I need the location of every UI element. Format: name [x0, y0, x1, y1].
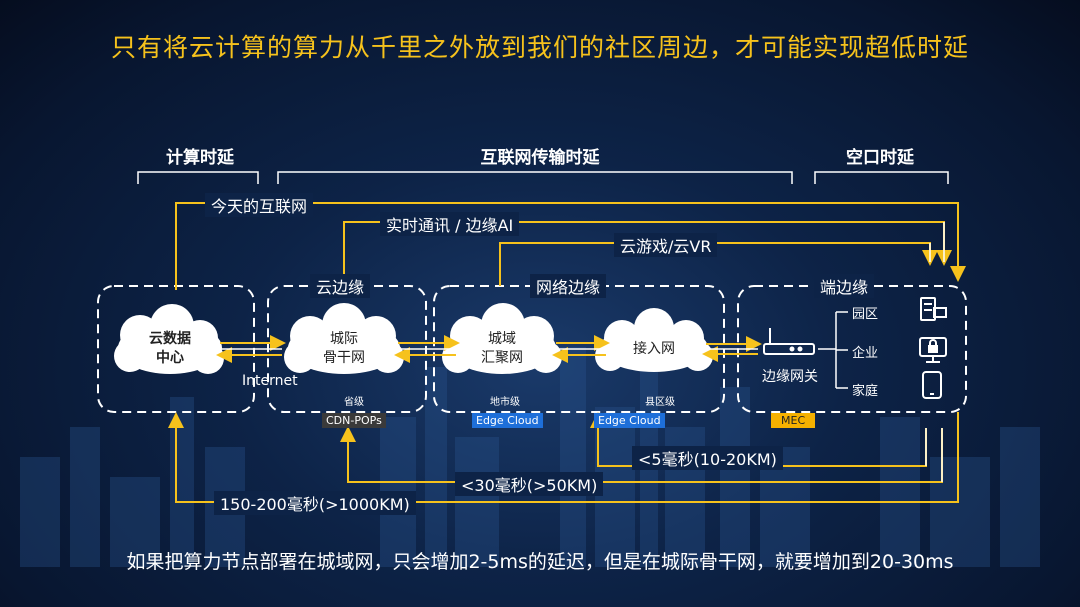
- device-park: 园区: [852, 307, 879, 322]
- zone-label-network-edge: 网络边缘: [530, 274, 607, 298]
- node-datacenter-line2: 中心: [156, 350, 184, 366]
- zone-label-cloud-edge: 云边缘: [310, 274, 371, 298]
- path-150: [168, 412, 959, 503]
- level-province: 省级: [344, 397, 364, 408]
- node-metro-line1: 城域: [488, 331, 516, 347]
- path-label-today: 今天的互联网: [205, 193, 314, 217]
- slide-title: 只有将云计算的算力从千里之外放到我们的社区周边，才可能实现超低时延: [110, 33, 969, 62]
- internet-label: Internet: [242, 373, 298, 389]
- node-backbone-line2: 骨干网: [323, 350, 365, 366]
- node-access: 接入网: [633, 341, 675, 357]
- tablet-icon: [922, 371, 942, 399]
- city-skyline-background: [20, 327, 1040, 567]
- level-county: 县区级: [645, 397, 675, 408]
- device-home: 家庭: [852, 384, 879, 399]
- node-datacenter: 云数据 中心: [130, 330, 210, 368]
- server-icon: [920, 297, 947, 321]
- level-city: 地市级: [490, 397, 520, 408]
- tag-edge-cloud-county: Edge Cloud: [594, 413, 665, 428]
- tag-edge-cloud-city: Edge Cloud: [472, 413, 543, 428]
- tag-mec: MEC: [771, 413, 816, 428]
- cloud-access: [595, 308, 713, 372]
- router-icon: [763, 328, 815, 355]
- node-metro-line2: 汇聚网: [481, 350, 523, 366]
- zone-label-terminal-edge: 端边缘: [814, 274, 875, 298]
- cloud-metro: [442, 303, 562, 374]
- node-metro: 城域 汇聚网: [462, 330, 542, 368]
- node-backbone: 城际 骨干网: [304, 330, 384, 368]
- category-internet-latency: 互联网传输时延: [480, 148, 600, 168]
- bracket-compute: [137, 171, 259, 184]
- cloud-datacenter: [114, 304, 224, 374]
- device-enterprise: 企业: [852, 346, 879, 361]
- latency-lt30: <30毫秒(>50KM): [455, 472, 604, 496]
- latency-150: 150-200毫秒(>1000KM): [214, 491, 416, 515]
- bracket-air: [814, 171, 949, 184]
- lock-monitor-icon: [919, 337, 947, 363]
- tag-cdn-pops: CDN-POPs: [322, 413, 386, 428]
- path-label-cloudgame: 云游戏/云VR: [614, 233, 718, 257]
- node-backbone-line1: 城际: [330, 331, 358, 347]
- path-today-internet: [175, 202, 966, 290]
- gateway-label: 边缘网关: [762, 369, 818, 385]
- category-air-latency: 空口时延: [846, 148, 914, 168]
- node-datacenter-line1: 云数据: [149, 331, 191, 347]
- latency-lt5: <5毫秒(10-20KM): [632, 446, 783, 470]
- category-compute-latency: 计算时延: [166, 148, 234, 168]
- path-label-realtime: 实时通讯 / 边缘AI: [380, 212, 520, 236]
- footer-note: 如果把算力节点部署在城域网，只会增加2-5ms的延迟，但是在城际骨干网，就要增加…: [126, 551, 954, 573]
- bracket-internet: [277, 171, 793, 184]
